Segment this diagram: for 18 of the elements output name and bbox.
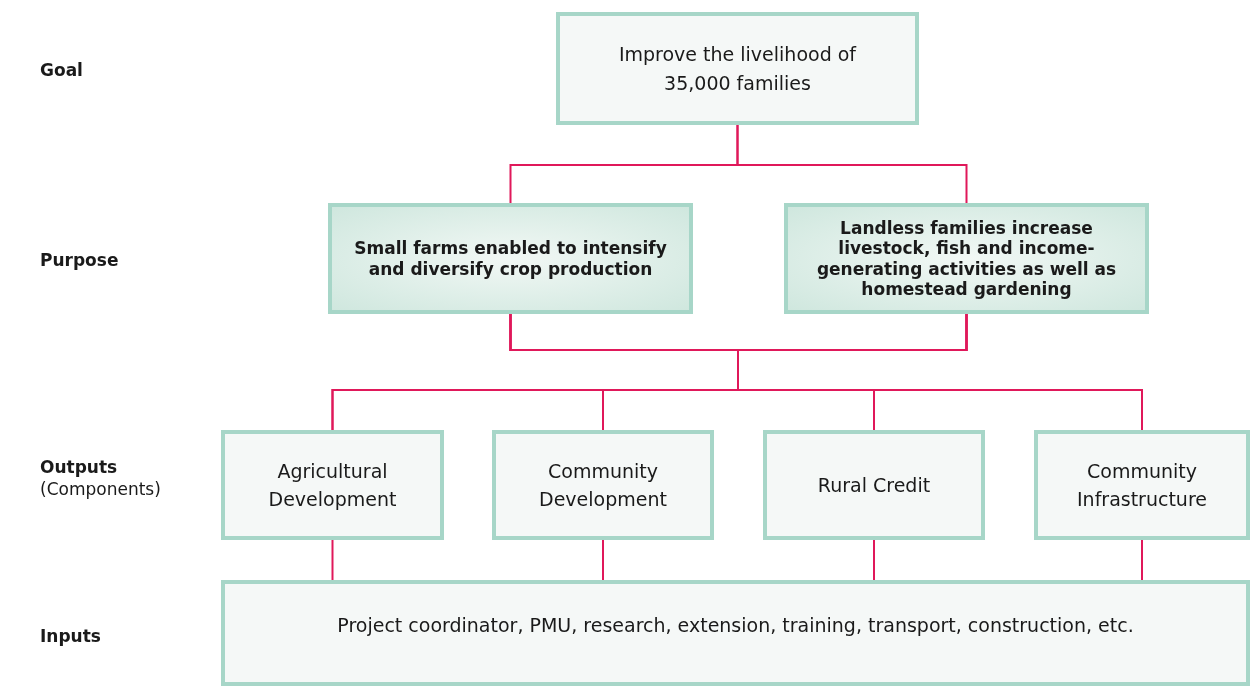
purpose-box: Landless families increase livestock, fish and income-generating activities as well as homestead gardening xyxy=(784,203,1149,314)
purpose-box: Small farms enabled to intensify and diversify crop production xyxy=(328,203,693,314)
level-label: Inputs xyxy=(40,625,101,648)
goal-box: Improve the livelihood of 35,000 families xyxy=(556,12,919,125)
output-box: Agricultural Development xyxy=(221,430,444,540)
level-label: (Components) xyxy=(40,478,161,501)
connector-line xyxy=(736,124,968,204)
level-label: Goal xyxy=(40,59,83,82)
connector-line xyxy=(873,539,875,581)
connector-line xyxy=(1141,539,1143,581)
inputs-box: Project coordinator, PMU, research, extension, training, transport, construction, etc. xyxy=(221,580,1250,686)
connector-line xyxy=(331,539,334,581)
connector-line xyxy=(602,539,604,581)
level-label: Outputs xyxy=(40,456,118,479)
output-box: Community Infrastructure xyxy=(1034,430,1250,540)
output-box: Community Development xyxy=(492,430,714,540)
level-label: Purpose xyxy=(40,249,119,272)
output-box: Rural Credit xyxy=(763,430,985,540)
